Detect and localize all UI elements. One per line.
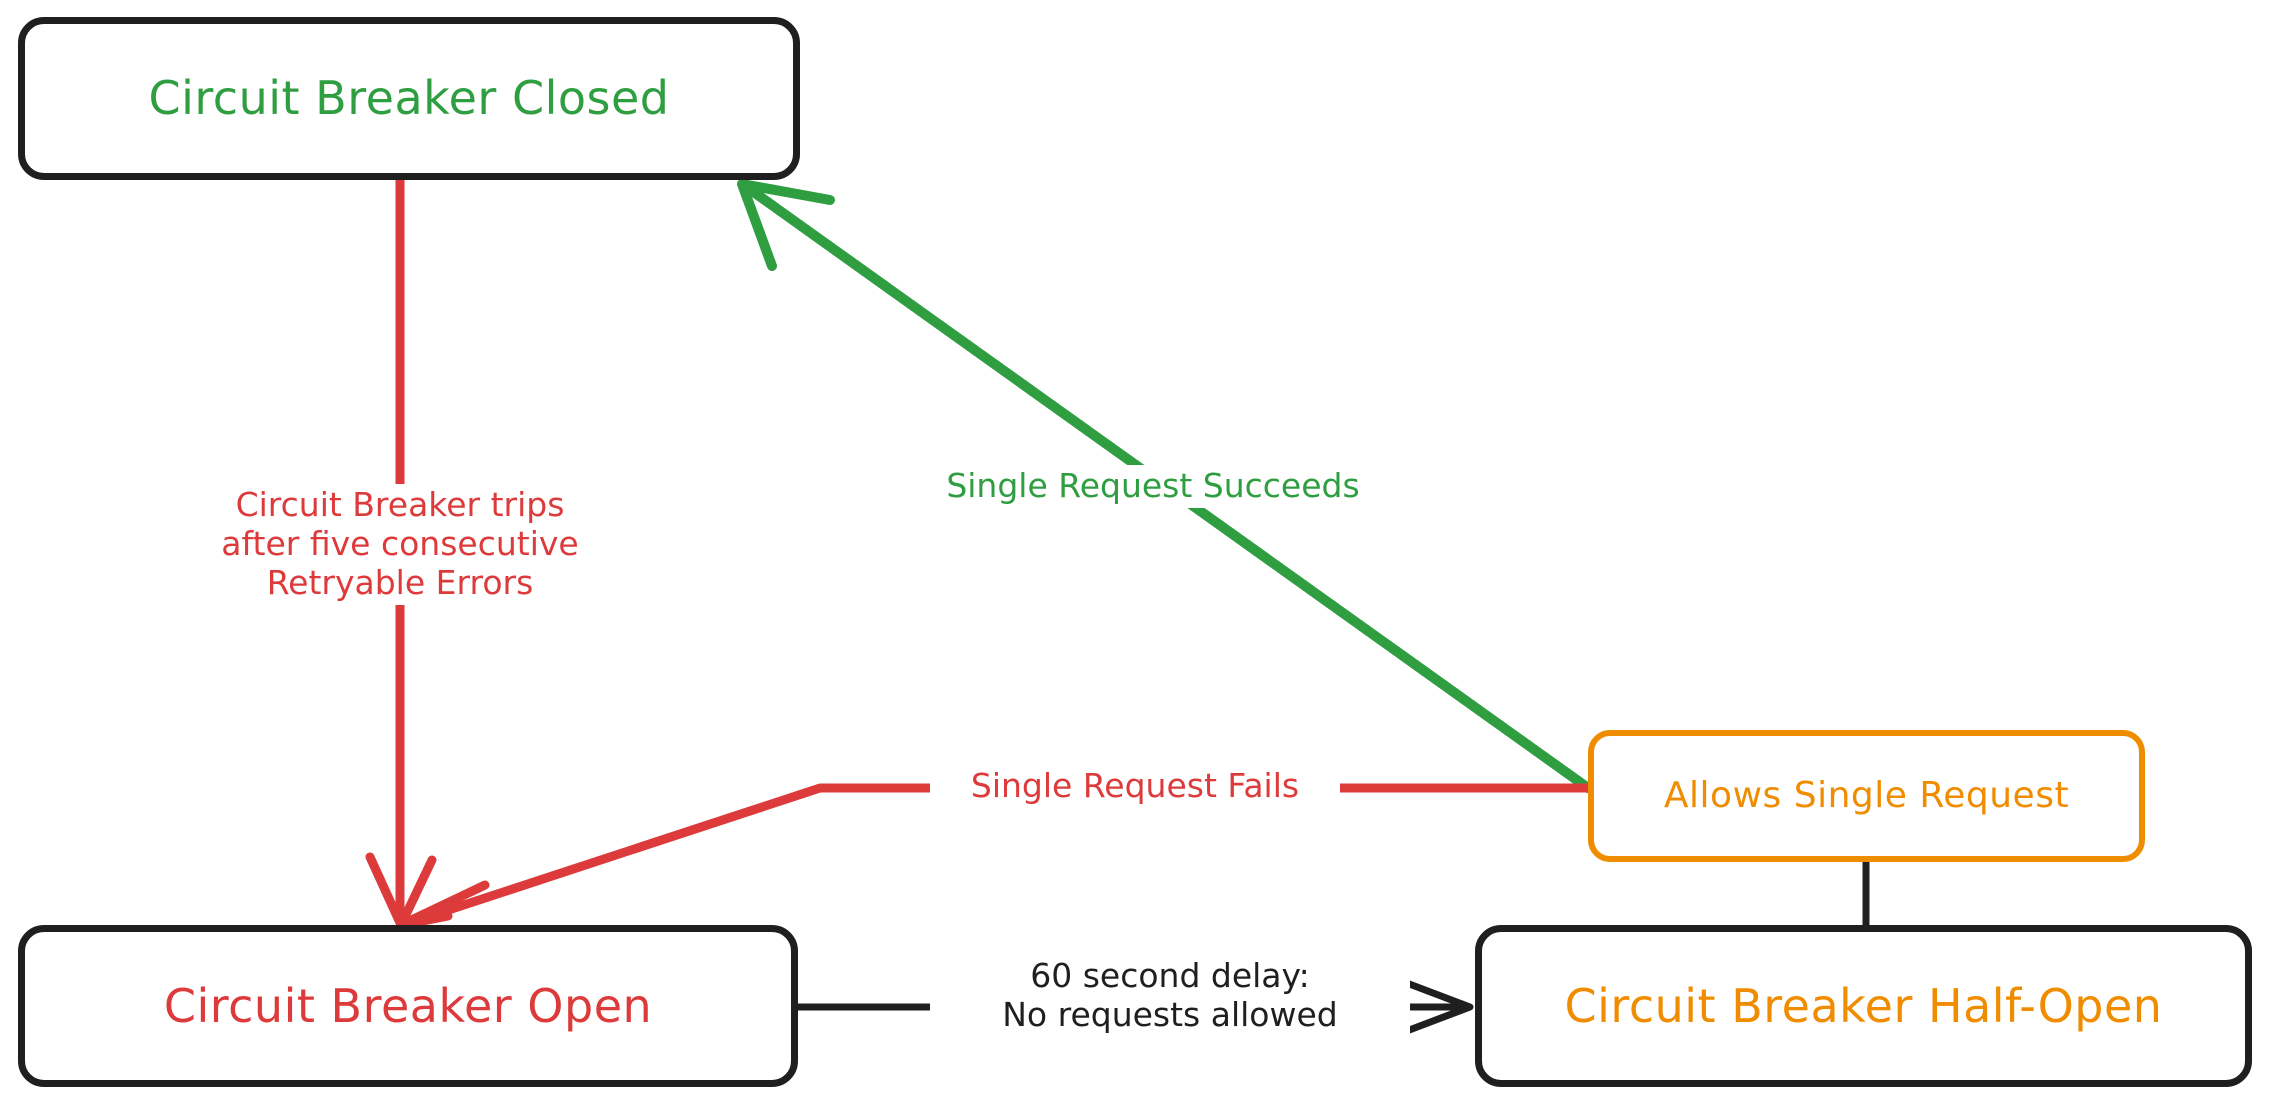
edge-label-allows-to-open: Single Request Fails bbox=[930, 765, 1340, 808]
edge-label-open-to-half-open: 60 second delay: No requests allowed bbox=[930, 955, 1410, 1037]
node-label-half-open: Circuit Breaker Half-Open bbox=[1564, 978, 2163, 1033]
node-allows-single-request[interactable]: Allows Single Request bbox=[1588, 730, 2145, 862]
node-label-allows-single-request: Allows Single Request bbox=[1663, 775, 2070, 817]
node-label-open: Circuit Breaker Open bbox=[163, 978, 653, 1033]
node-circuit-breaker-half-open[interactable]: Circuit Breaker Half-Open bbox=[1475, 925, 2252, 1087]
edge-label-closed-to-open: Circuit Breaker trips after five consecu… bbox=[180, 484, 620, 605]
node-label-closed: Circuit Breaker Closed bbox=[148, 71, 670, 126]
edge-allows-to-open bbox=[398, 783, 1593, 930]
node-circuit-breaker-closed[interactable]: Circuit Breaker Closed bbox=[18, 17, 800, 180]
node-circuit-breaker-open[interactable]: Circuit Breaker Open bbox=[18, 925, 798, 1087]
edge-label-allows-to-closed: Single Request Succeeds bbox=[908, 465, 1398, 508]
